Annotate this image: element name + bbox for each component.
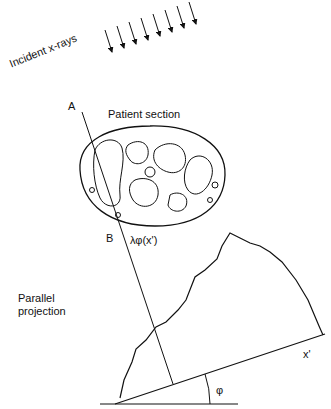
- x-ray-arrow: [189, 2, 196, 24]
- axis-label: x': [303, 348, 311, 361]
- x-ray-arrow: [153, 14, 160, 36]
- incident-rays: [105, 2, 196, 52]
- point-label: B: [106, 232, 113, 245]
- x-ray-arrow: [177, 6, 184, 28]
- section-label: Patient section: [108, 108, 180, 121]
- angle-arc: [205, 374, 210, 404]
- x-ray-arrow: [165, 10, 172, 32]
- x-prime-axis: [115, 334, 325, 404]
- projection-label: Parallel projection: [18, 292, 80, 318]
- organs: [90, 140, 219, 218]
- projection-value-label: λφ(x'): [130, 234, 157, 247]
- x-ray-arrow: [117, 26, 124, 48]
- projection-profile: [120, 233, 323, 398]
- angle-label: φ: [216, 384, 223, 397]
- patient-outline: [80, 126, 225, 226]
- projection-ray: [82, 112, 173, 384]
- point-label: A: [68, 100, 75, 113]
- incident-label: Incident x-rays: [8, 32, 79, 71]
- x-ray-arrow: [141, 18, 148, 40]
- x-ray-arrow: [129, 22, 136, 44]
- reference-line: [100, 403, 238, 404]
- x-ray-arrow: [105, 30, 112, 52]
